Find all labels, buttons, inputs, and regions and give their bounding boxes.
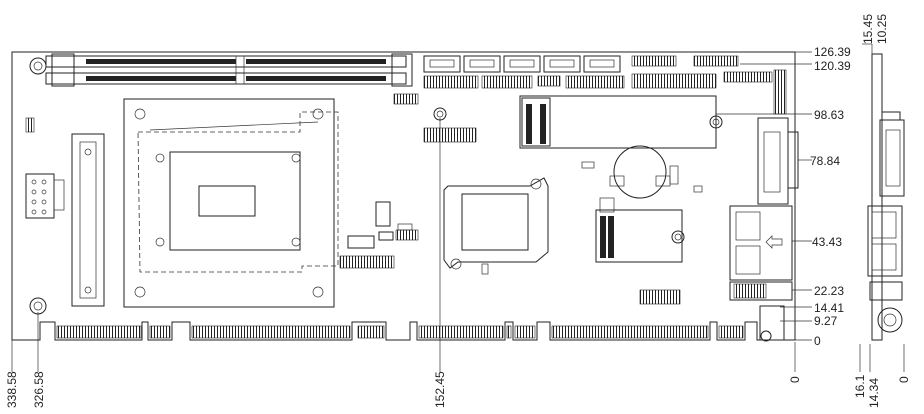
dim-label-10-25: 10.25 [875,14,889,44]
dim-label-78-84: 78.84 [810,154,840,168]
pin-headers [25,55,787,305]
dim-label-43-43: 43.43 [812,235,842,249]
dim-label-152-45: 152.45 [433,371,447,408]
dim-label-0-side: 0 [897,376,911,383]
left-connector [25,133,105,307]
dim-label-16-1: 16.1 [853,374,867,398]
mini-slot [595,209,683,263]
side-view [867,53,905,341]
board-outline [11,51,796,341]
cpu-socket [123,98,339,308]
dim-label-14-41: 14.41 [814,301,844,315]
small-ics [347,161,703,275]
dim-label-15-45: 15.45 [861,14,875,44]
dimension-lines [11,43,905,372]
dim-label-9-27: 9.27 [814,314,838,328]
edge-connector [56,325,744,339]
dim-label-338-58: 338.58 [5,371,19,408]
dim-label-126-39: 126.39 [814,45,851,59]
dim-label-326-58: 326.58 [32,371,46,408]
m2-slot [519,95,717,149]
dim-label-98-63: 98.63 [814,108,844,122]
sata-connectors [423,55,621,73]
dim-label-14-34: 14.34 [867,378,881,408]
battery [609,145,671,199]
dim-label-0-right: 0 [814,334,821,348]
dim-label-0-bottom: 0 [788,376,802,383]
dim-label-22-23: 22.23 [814,284,844,298]
dimm-slots [45,53,413,87]
chipset [443,177,549,270]
dim-label-120-39: 120.39 [814,59,851,73]
rear-io [729,117,799,341]
